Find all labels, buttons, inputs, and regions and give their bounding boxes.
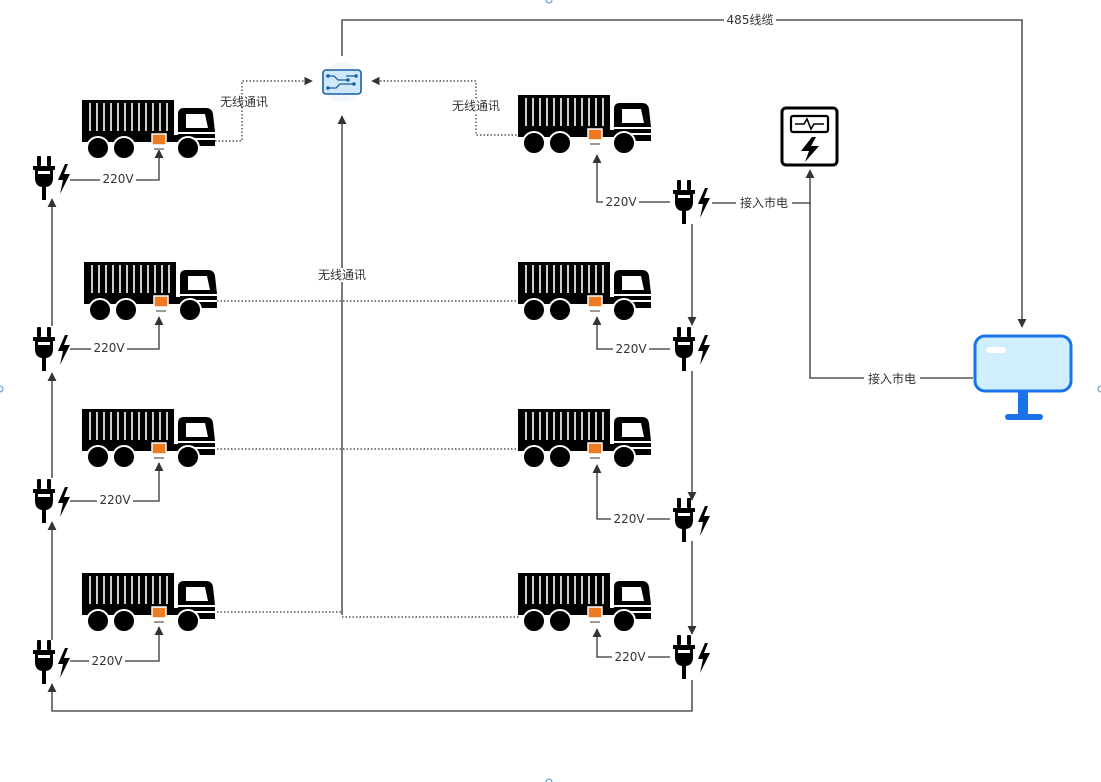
label-220v-right-3: 220V	[613, 512, 645, 526]
plug-left-4-icon	[33, 640, 70, 684]
monitor-icon	[973, 334, 1073, 420]
charging-station-icon	[780, 106, 839, 167]
plug-left-2-icon	[33, 327, 70, 371]
label-mains-monitor: 接入市电	[868, 371, 916, 386]
label-220v-left-1: 220V	[102, 172, 134, 186]
truck-left-3	[82, 409, 216, 469]
plug-right-2-icon	[673, 327, 710, 371]
edge-485-cable	[341, 19, 1027, 328]
plug-left-1-icon	[33, 156, 70, 200]
label-220v-left-3: 220V	[99, 493, 131, 507]
label-220v-right-4: 220V	[614, 650, 646, 664]
label-mains-charger: 接入市电	[740, 195, 788, 210]
truck-right-3	[518, 409, 652, 469]
label-wireless-top-right: 无线通讯	[452, 99, 500, 113]
truck-left-1	[82, 100, 216, 160]
truck-right-1	[518, 95, 652, 155]
label-wireless-top-left: 无线通讯	[220, 95, 268, 109]
label-220v-left-4: 220V	[91, 654, 123, 668]
label-wireless-center: 无线通讯	[318, 268, 366, 282]
label-220v-right-1: 220V	[605, 195, 637, 209]
edge-mains-monitor	[809, 203, 973, 379]
edge-wireless-top-left	[215, 76, 313, 142]
truck-right-4	[518, 573, 652, 633]
edge-220v-right-1	[592, 154, 670, 203]
label-485-cable: 485线缆	[727, 13, 774, 27]
label-220v-right-2: 220V	[615, 342, 647, 356]
plug-right-4-icon	[673, 635, 710, 679]
plug-left-3-icon	[33, 479, 70, 523]
plug-right-3-icon	[673, 498, 710, 542]
plug-right-1-icon	[673, 180, 710, 224]
label-220v-left-2: 220V	[93, 341, 125, 355]
truck-left-2	[84, 262, 218, 322]
edge-bottom-loop	[47, 680, 693, 712]
truck-left-4	[82, 573, 216, 633]
wireless-gateway-icon	[322, 62, 362, 102]
edge-220v-left-1	[70, 149, 164, 181]
truck-right-2	[518, 262, 652, 322]
edge-220v-right-3	[592, 464, 670, 520]
